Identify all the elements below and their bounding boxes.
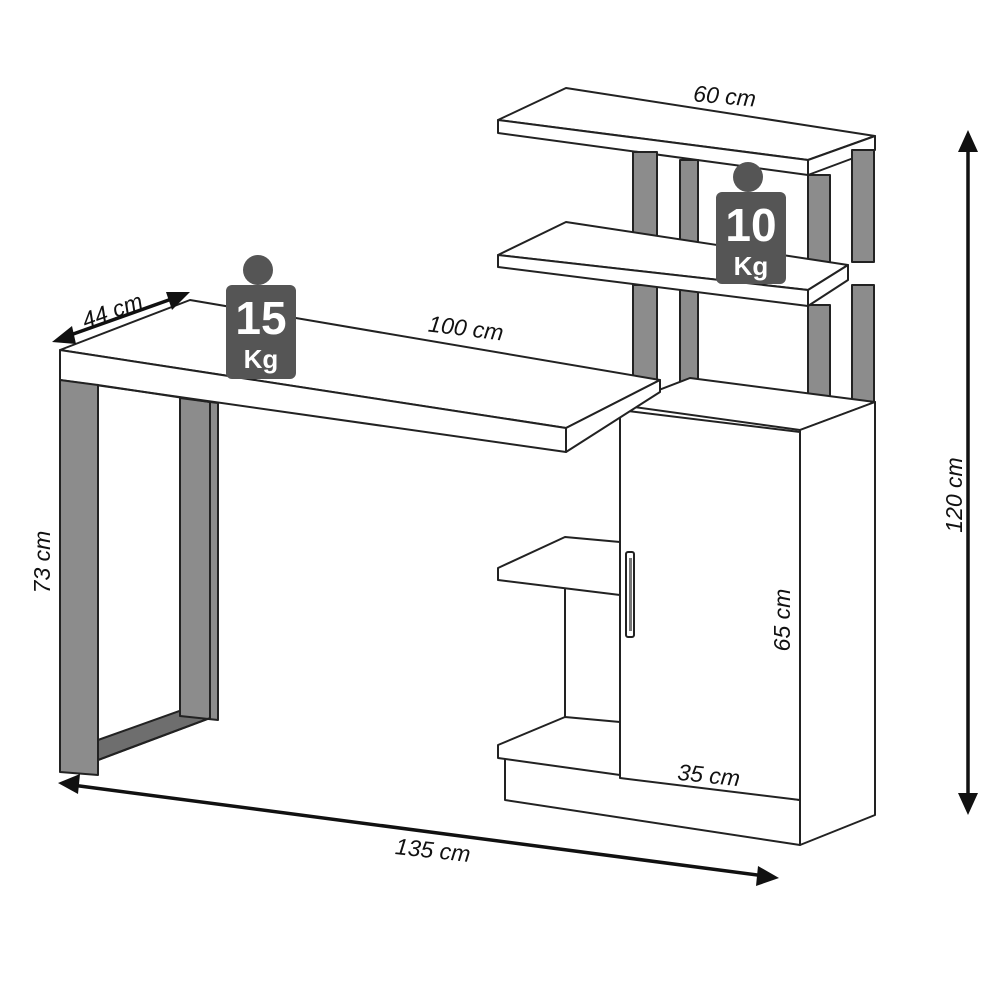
desk-width-label: 100 cm — [427, 311, 505, 346]
total-height-label: 120 cm — [941, 457, 967, 532]
weight-badge-icon: 10 Kg — [716, 162, 786, 284]
desk-weight-value: 15 — [235, 292, 286, 344]
total-width-label: 135 cm — [394, 833, 472, 867]
arrow-icon — [52, 130, 978, 886]
shelf-width-label: 60 cm — [692, 80, 757, 111]
cabinet-door — [619, 409, 801, 801]
door-handle-icon — [625, 551, 635, 638]
weight-badge-icon: 15 Kg — [226, 255, 296, 379]
desk-height-label: 73 cm — [29, 531, 55, 594]
desk — [59, 299, 661, 776]
shelf-weight-unit: Kg — [734, 251, 769, 281]
shelf-weight-value: 10 — [725, 199, 776, 251]
desk-weight-unit: Kg — [244, 344, 279, 374]
cabinet-height-label: 65 cm — [769, 589, 795, 652]
cabinet — [497, 401, 876, 846]
